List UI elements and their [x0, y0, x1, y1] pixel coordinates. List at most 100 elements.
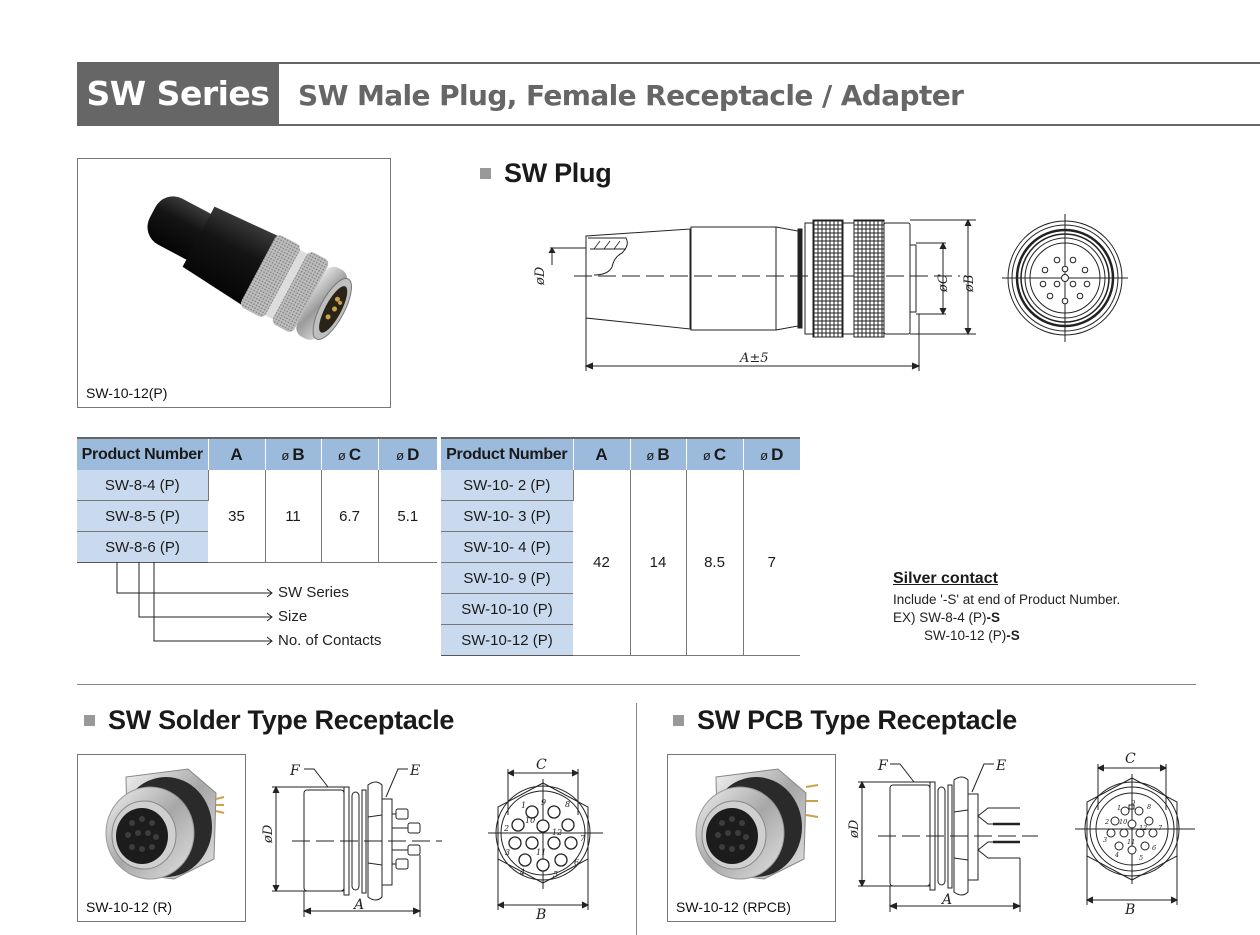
product-number-cell: SW-8-4 (P): [77, 470, 209, 501]
value-c: 8.5: [686, 470, 744, 656]
pin-label: 4: [1114, 851, 1119, 859]
pin-label: 5: [1139, 854, 1143, 862]
table-row: SW-10-12 (P): [441, 624, 800, 656]
pin-label: 1: [1117, 804, 1121, 812]
value-d: 5.1: [378, 470, 437, 563]
bullet-icon: [673, 715, 684, 726]
pin-label: 3: [505, 848, 510, 857]
table-row: SW-8-4 (P) 35 11 6.7 5.1: [77, 470, 437, 563]
pcb-receptacle-photo: SW-10-12 (RPCB): [667, 754, 836, 922]
silver-contact-note: Silver contact Include '-S' at end of Pr…: [893, 570, 1120, 643]
silver-contact-line1: Include '-S' at end of Product Number.: [893, 592, 1121, 607]
value-c: 6.7: [321, 470, 379, 563]
label-a: A: [352, 897, 364, 913]
product-number-cell: SW-10- 4 (P): [441, 531, 573, 563]
label-diameter-d: øD: [262, 824, 276, 844]
header-bottom-rule: [77, 124, 1260, 126]
pin-label: 4: [519, 868, 525, 877]
pin-label: 10: [1119, 818, 1127, 826]
label-b: B: [535, 907, 546, 920]
pin-label: 1: [521, 801, 526, 810]
knurl-ring-2: [853, 219, 885, 338]
product-number-cell: SW-8-5 (P): [77, 500, 208, 532]
solder-side-drawing: F E øD A: [262, 763, 442, 917]
table-row: SW-8-5 (P): [77, 500, 437, 532]
key-mark: [1128, 804, 1135, 810]
pcb-receptacle-image: [695, 768, 819, 880]
part-number-legend-lines: [116, 562, 273, 646]
label-c: C: [1125, 751, 1136, 767]
table-row: SW-10- 2 (P) 42 14 8.5 7: [441, 470, 800, 656]
label-e: E: [409, 763, 420, 779]
section-divider: [77, 684, 1196, 685]
header-a: A: [208, 437, 266, 470]
label-b: B: [1124, 902, 1135, 915]
pin-label: 2: [503, 824, 509, 833]
label-diameter-b: øB: [962, 275, 977, 293]
label-diameter-c: øC: [936, 274, 951, 293]
pcb-photo-caption: SW-10-12 (RPCB): [676, 899, 791, 915]
pcb-front-drawing: 1 2 3 4 5 6 7 8 9 10 11 12 C B: [1075, 751, 1195, 915]
pin-label: 6: [574, 858, 579, 867]
label-a: A: [940, 892, 952, 908]
legend-no-of-contacts: No. of Contacts: [278, 632, 382, 649]
solder-photo-caption: SW-10-12 (R): [86, 899, 173, 915]
header-product-number: Product Number: [441, 437, 574, 470]
pcb-contact-holes: [1106, 806, 1158, 855]
legend-size: Size: [278, 608, 308, 625]
pin-label: 8: [1147, 803, 1151, 811]
plug-photo: SW-10-12(P): [77, 158, 391, 408]
label-diameter-d: øD: [848, 819, 862, 839]
column-divider: [636, 703, 637, 935]
header-top-rule: [77, 62, 1260, 64]
contact-holes: [508, 805, 578, 872]
label-f: F: [877, 758, 889, 774]
pcb-section-title: SW PCB Type Receptacle: [673, 705, 1017, 736]
header-product-number: Product Number: [77, 437, 209, 470]
pin-label: 9: [541, 798, 546, 807]
silver-contact-title: Silver contact: [893, 570, 998, 587]
product-number-cell: SW-8-6 (P): [77, 531, 208, 563]
solder-receptacle-photo: SW-10-12 (R): [77, 754, 246, 922]
pin-label: 3: [1103, 836, 1107, 844]
product-number-cell: SW-10- 9 (P): [441, 562, 573, 594]
label-diameter-d: øD: [533, 266, 548, 286]
pcb-side-drawing: F E øD A: [848, 758, 1038, 912]
product-number-cell: SW-10- 2 (P): [441, 470, 574, 501]
page-title: SW Male Plug, Female Receptacle / Adapte…: [298, 79, 964, 112]
label-e: E: [995, 758, 1006, 774]
pcb-section-title-text: SW PCB Type Receptacle: [697, 705, 1017, 735]
solder-section-title: SW Solder Type Receptacle: [84, 705, 454, 736]
plug-body: [690, 226, 777, 331]
value-d: 7: [743, 470, 800, 656]
pin-label: 10: [525, 816, 535, 825]
pin-label: 11: [536, 848, 546, 857]
plug-tail: [585, 228, 691, 330]
plug-photo-caption: SW-10-12(P): [86, 385, 168, 401]
product-number-cell: SW-10-10 (P): [441, 593, 573, 625]
contact-pins: [1039, 256, 1091, 305]
value-a: 42: [573, 470, 631, 656]
table-row: SW-10- 4 (P): [441, 531, 800, 563]
silver-contact-example2: SW-10-12 (P)-S: [924, 628, 1020, 643]
table-row: SW-10- 9 (P): [441, 562, 800, 594]
table-row: SW-8-6 (P): [77, 531, 437, 563]
pin-label: 7: [1158, 824, 1163, 832]
pin-label: 6: [1152, 844, 1156, 852]
value-a: 35: [208, 470, 266, 563]
plug-section-title-text: SW Plug: [504, 158, 612, 188]
product-number-cell: SW-10-12 (P): [441, 624, 573, 656]
bullet-icon: [480, 168, 491, 179]
legend-sw-series: SW Series: [278, 584, 349, 601]
label-f: F: [289, 763, 301, 779]
label-c: C: [536, 757, 547, 773]
solder-front-drawing: 1 2 3 4 5 6 7 8 9 10 11 12 C B: [488, 757, 603, 920]
bullet-icon: [84, 715, 95, 726]
